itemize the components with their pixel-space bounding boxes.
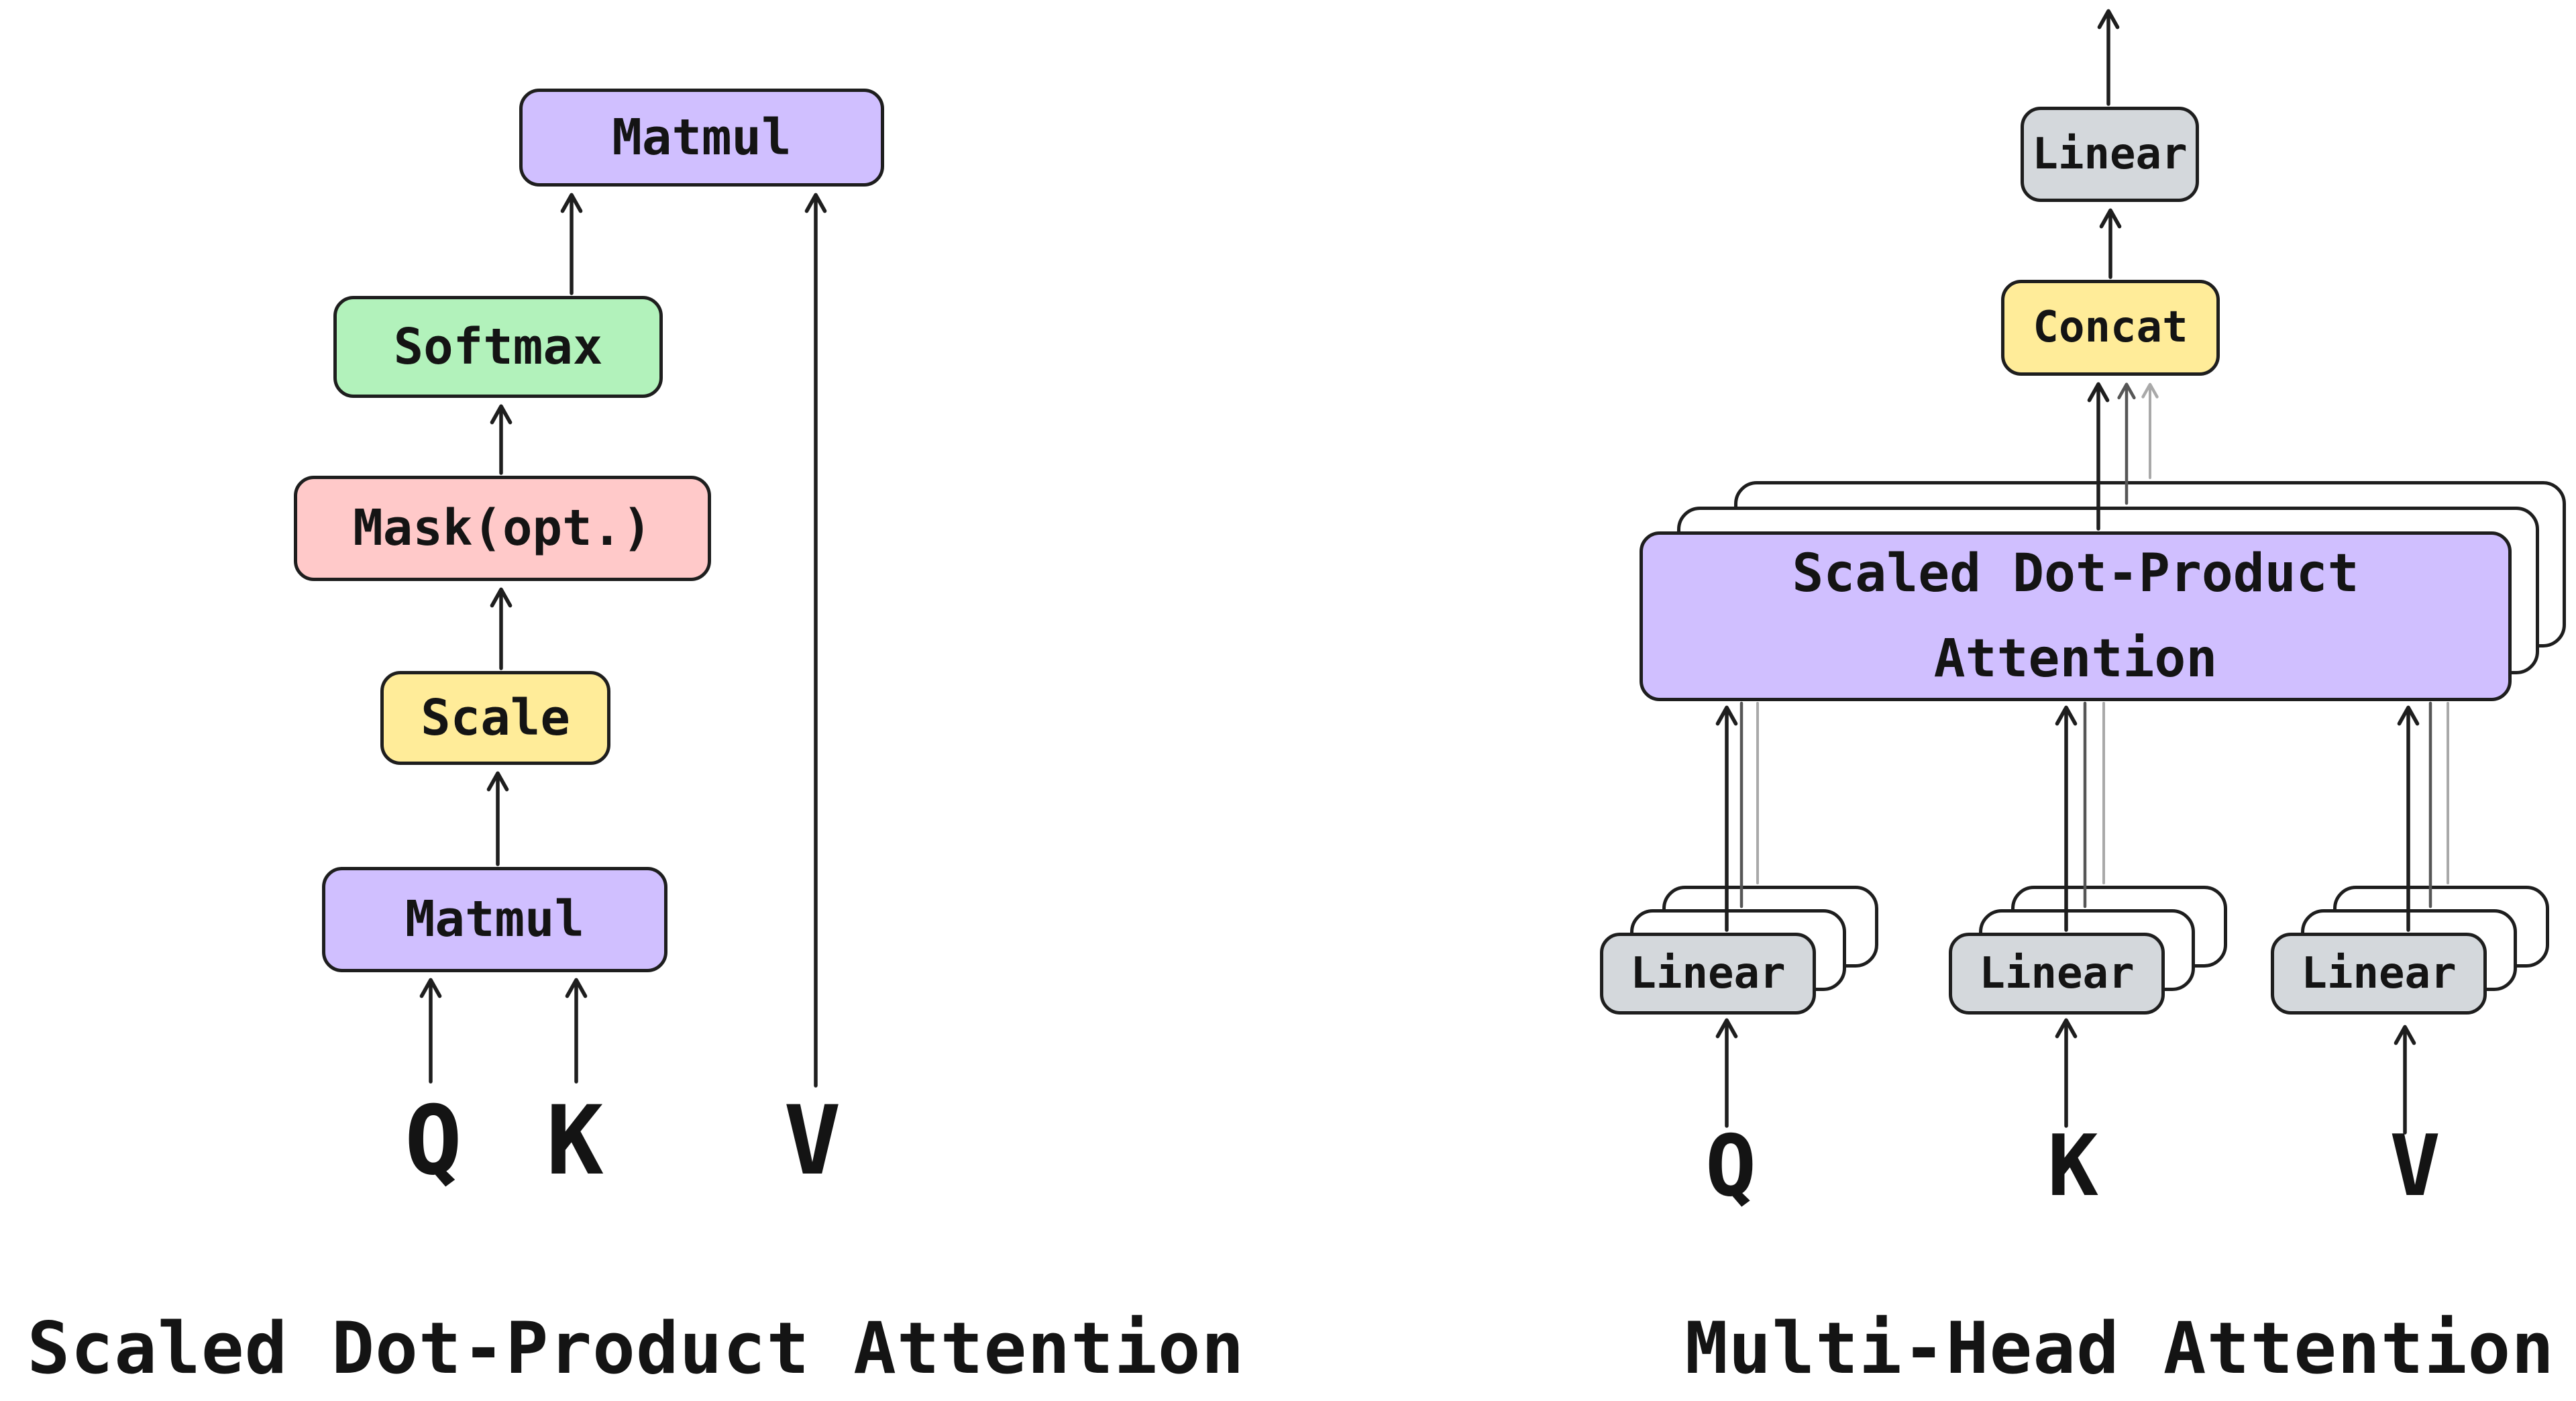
concat-box: Concat xyxy=(2001,280,2220,376)
linear-v-label: Linear xyxy=(2301,948,2457,998)
matmul-top-box: Matmul xyxy=(519,89,884,187)
sdpa-front-label-line2: Attention xyxy=(1933,628,2218,689)
mha-caption: Multi-Head Attention xyxy=(1684,1307,2555,1390)
matmul-top-label: Matmul xyxy=(612,108,792,166)
input-q-left-label: Q xyxy=(405,1086,462,1196)
sdpa-front-label-line1: Scaled Dot-Product xyxy=(1792,543,2359,605)
linear-k-label: Linear xyxy=(1979,948,2135,998)
matmul-bottom-label: Matmul xyxy=(405,890,585,949)
input-k-right-label: K xyxy=(2047,1117,2098,1215)
sdpa-stack-front-box: Scaled Dot-Product Attention xyxy=(1640,531,2512,701)
linear-k-box: Linear xyxy=(1949,933,2165,1015)
input-q-right-label: Q xyxy=(1705,1117,1756,1215)
linear-v-box: Linear xyxy=(2271,933,2487,1015)
linear-out-label: Linear xyxy=(2032,129,2188,179)
softmax-label: Softmax xyxy=(393,317,603,376)
input-v-left-label: V xyxy=(784,1086,841,1196)
scale-label: Scale xyxy=(421,688,570,747)
mask-label: Mask(opt.) xyxy=(353,499,652,558)
linear-out-box: Linear xyxy=(2021,107,2199,202)
input-v-right-label: V xyxy=(2390,1117,2440,1215)
linear-q-box: Linear xyxy=(1600,933,1816,1015)
sdpa-caption: Scaled Dot-Product Attention xyxy=(27,1307,1245,1390)
softmax-box: Softmax xyxy=(333,296,663,398)
matmul-bottom-box: Matmul xyxy=(322,867,667,972)
input-k-left-label: K xyxy=(546,1086,604,1196)
concat-label: Concat xyxy=(2033,303,2188,353)
linear-q-label: Linear xyxy=(1630,948,1786,998)
scale-box: Scale xyxy=(380,671,610,765)
mask-box: Mask(opt.) xyxy=(294,476,711,581)
